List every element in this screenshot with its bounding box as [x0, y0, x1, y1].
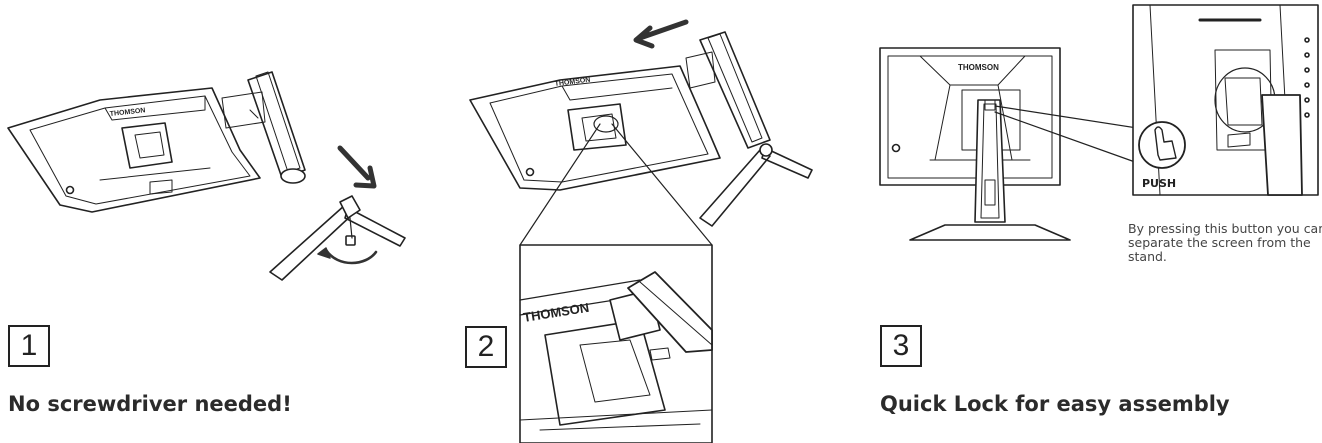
step-3-caption: Quick Lock for easy assembly — [880, 392, 1230, 416]
step3-brand-logo: THOMSON — [958, 63, 999, 72]
step3-stand — [909, 99, 1071, 241]
step2-monitor-back — [469, 65, 721, 191]
arrow-down-icon — [337, 145, 377, 189]
step-2-number: 2 — [465, 326, 507, 368]
step1-monitor-back — [7, 87, 261, 213]
step-1-number: 1 — [8, 325, 50, 367]
step3-monitor-back — [879, 47, 1061, 186]
step2-stand — [685, 31, 813, 227]
push-label: PUSH — [1142, 177, 1176, 190]
step3-zoom-callout — [994, 4, 1319, 196]
step-1-caption: No screwdriver needed! — [8, 392, 292, 416]
step-3-note: By pressing this button you can separate… — [1128, 221, 1322, 264]
step1-stand-neck — [221, 71, 306, 184]
hand-push-icon — [1138, 121, 1186, 169]
step2-brand-logo: THOMSON — [554, 77, 590, 88]
step1-stand-base — [269, 195, 406, 281]
arrow-left-icon — [633, 19, 689, 49]
step-3-number: 3 — [880, 325, 922, 367]
rotate-arrow-icon — [324, 248, 378, 265]
step2-zoom-callout — [519, 115, 713, 443]
step1-brand-logo: THOMSON — [109, 107, 145, 118]
